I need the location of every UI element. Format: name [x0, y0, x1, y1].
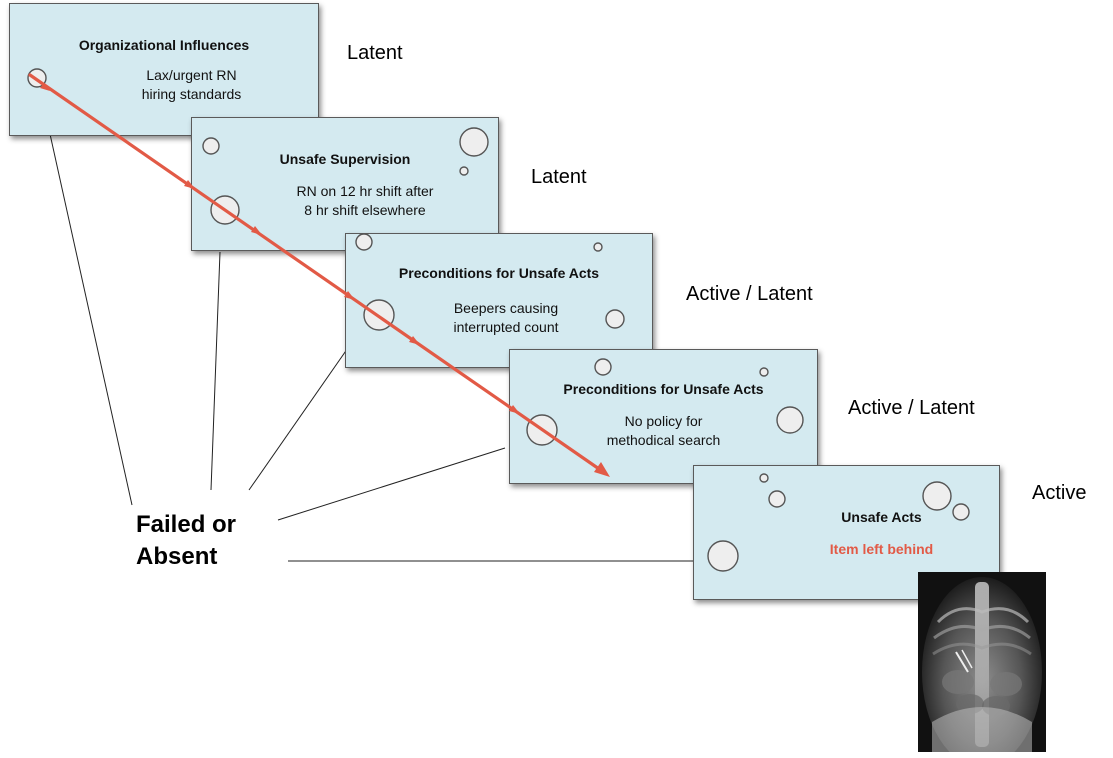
hole-icon — [768, 490, 786, 508]
hole-icon — [776, 406, 804, 434]
connector-line-4 — [277, 447, 506, 521]
status-label: Latent — [531, 166, 587, 188]
hole-icon — [922, 481, 952, 511]
layer-preconditions-1: Preconditions for Unsafe Acts Beepers ca… — [345, 233, 653, 368]
trajectory-chevron-icon — [184, 180, 195, 189]
connector-line-2 — [210, 251, 221, 491]
hole-icon — [594, 358, 612, 376]
layer-description: Lax/urgent RN hiring standards — [141, 67, 242, 102]
status-label: Active / Latent — [848, 397, 975, 419]
hole-icon — [952, 503, 970, 521]
trajectory-line — [28, 73, 604, 473]
status-label: Latent — [347, 42, 403, 64]
layer-title: Unsafe Acts — [841, 509, 922, 525]
layer-title: Preconditions for Unsafe Acts — [563, 381, 764, 397]
hole-icon — [459, 127, 489, 157]
layer-title: Organizational Influences — [78, 37, 250, 53]
status-label: Active / Latent — [686, 283, 813, 305]
layer-description: No policy for methodical search — [606, 413, 721, 448]
hole-icon — [593, 242, 603, 252]
layer-title: Preconditions for Unsafe Acts — [398, 265, 600, 281]
layer-title: Unsafe Supervision — [279, 151, 411, 167]
hole-icon — [759, 473, 769, 483]
xray-image — [918, 572, 1046, 752]
status-label: Active — [1032, 482, 1087, 504]
layer-organizational-influences: Organizational Influences Lax/urgent RN … — [9, 3, 319, 136]
trajectory-chevron-icon — [40, 83, 50, 91]
layer-unsafe-supervision: Unsafe Supervision RN on 12 hr shift aft… — [191, 117, 499, 251]
layer-description: RN on 12 hr shift after 8 hr shift elsew… — [296, 183, 434, 218]
hole-icon — [605, 309, 625, 329]
layer-description: Item left behind — [829, 541, 934, 557]
trajectory-chevron-icon — [409, 336, 420, 345]
hole-icon — [759, 367, 769, 377]
trajectory-arrowhead-icon — [594, 462, 610, 477]
hole-icon — [355, 233, 373, 251]
trajectory-chevron-icon — [509, 405, 520, 414]
layer-description: Beepers causing interrupted count — [453, 300, 559, 335]
trajectory-chevron-icon — [251, 226, 262, 235]
connector-line-1 — [47, 124, 133, 506]
hole-icon — [202, 137, 220, 155]
failed-or-absent-label: Failed or Absent — [136, 511, 237, 570]
trajectory-chevron-icon — [344, 291, 355, 300]
hole-icon — [707, 540, 739, 572]
hole-icon — [459, 166, 469, 176]
